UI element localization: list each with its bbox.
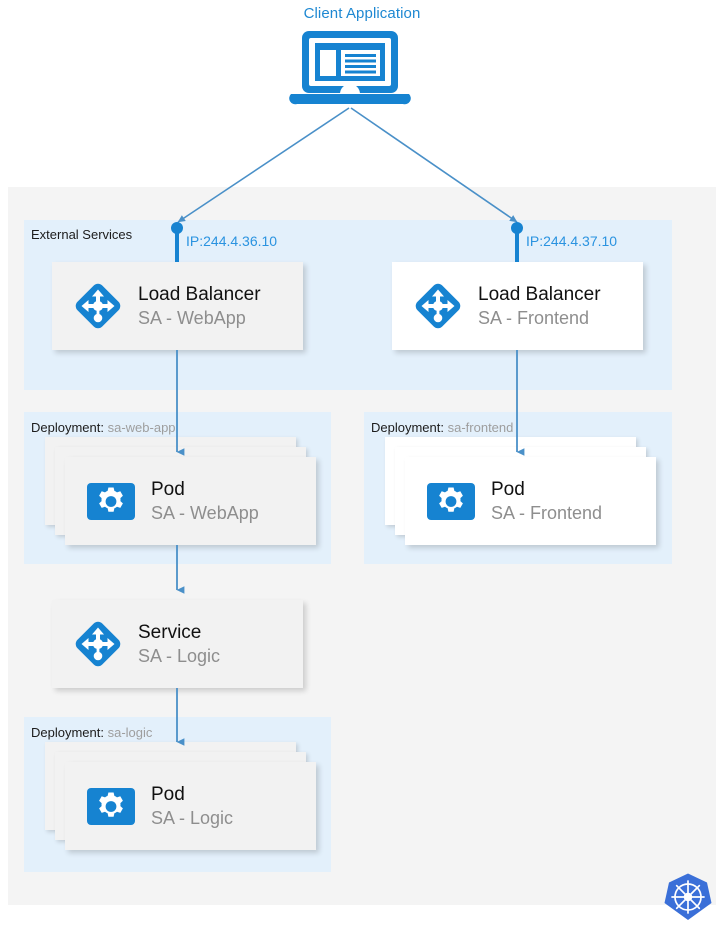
kubernetes-logo [664, 873, 712, 920]
card-text: Pod SA - Logic [151, 784, 233, 827]
pod-gear-icon [87, 788, 135, 825]
load-balancer-icon [415, 283, 461, 329]
deployment-label-name: sa-frontend [447, 420, 514, 435]
card-text: Load Balancer SA - Frontend [478, 284, 601, 327]
pod-gear-icon [427, 483, 475, 520]
card-pod-sa-web-app[interactable]: Pod SA - WebApp [65, 457, 316, 545]
card-title: Pod [151, 479, 185, 501]
laptop-icon [289, 31, 411, 105]
deployment-label-prefix: Deployment: [371, 420, 444, 435]
card-text: Service SA - Logic [138, 622, 220, 665]
card-service-sa-logic[interactable]: Service SA - Logic [52, 600, 303, 688]
card-text: Pod SA - WebApp [151, 479, 259, 522]
deployment-label-sa-web-app: Deployment: sa-web-app [31, 420, 176, 435]
pod-gear-icon [87, 483, 135, 520]
card-subtitle: SA - Frontend [478, 307, 590, 328]
card-pod-sa-logic[interactable]: Pod SA - Logic [65, 762, 316, 850]
card-subtitle: SA - WebApp [138, 307, 246, 328]
load-balancer-icon [75, 283, 121, 329]
deployment-label-prefix: Deployment: [31, 420, 104, 435]
card-text: Load Balancer SA - WebApp [138, 284, 261, 327]
card-title: Load Balancer [478, 284, 601, 306]
card-load-balancer-webapp[interactable]: Load Balancer SA - WebApp [52, 262, 303, 350]
card-subtitle: SA - Frontend [491, 502, 603, 523]
card-title: Load Balancer [138, 284, 261, 306]
pod-deck-sa-frontend[interactable]: Pod SA - Frontend [385, 437, 675, 547]
deployment-label-name: sa-web-app [107, 420, 176, 435]
deployment-label-sa-logic: Deployment: sa-logic [31, 725, 152, 740]
card-title: Pod [491, 479, 525, 501]
ip-label-lb-frontend: IP:244.4.37.10 [526, 233, 618, 249]
pod-deck-sa-web-app[interactable]: Pod SA - WebApp [45, 437, 335, 547]
external-services-label: External Services [31, 227, 133, 242]
pod-deck-sa-logic[interactable]: Pod SA - Logic [45, 742, 335, 852]
client-application-title: Client Application [303, 5, 421, 22]
deployment-label-name: sa-logic [107, 725, 153, 740]
card-title: Pod [151, 784, 185, 806]
deployment-label-sa-frontend: Deployment: sa-frontend [371, 420, 513, 435]
card-subtitle: SA - WebApp [151, 502, 259, 523]
deployment-label-prefix: Deployment: [31, 725, 104, 740]
card-load-balancer-frontend[interactable]: Load Balancer SA - Frontend [392, 262, 643, 350]
service-icon [75, 621, 121, 667]
card-subtitle: SA - Logic [138, 645, 221, 666]
card-pod-sa-frontend[interactable]: Pod SA - Frontend [405, 457, 656, 545]
card-text: Pod SA - Frontend [491, 479, 602, 522]
card-title: Service [138, 622, 202, 644]
ip-label-lb-webapp: IP:244.4.36.10 [186, 233, 278, 249]
card-subtitle: SA - Logic [151, 807, 234, 828]
